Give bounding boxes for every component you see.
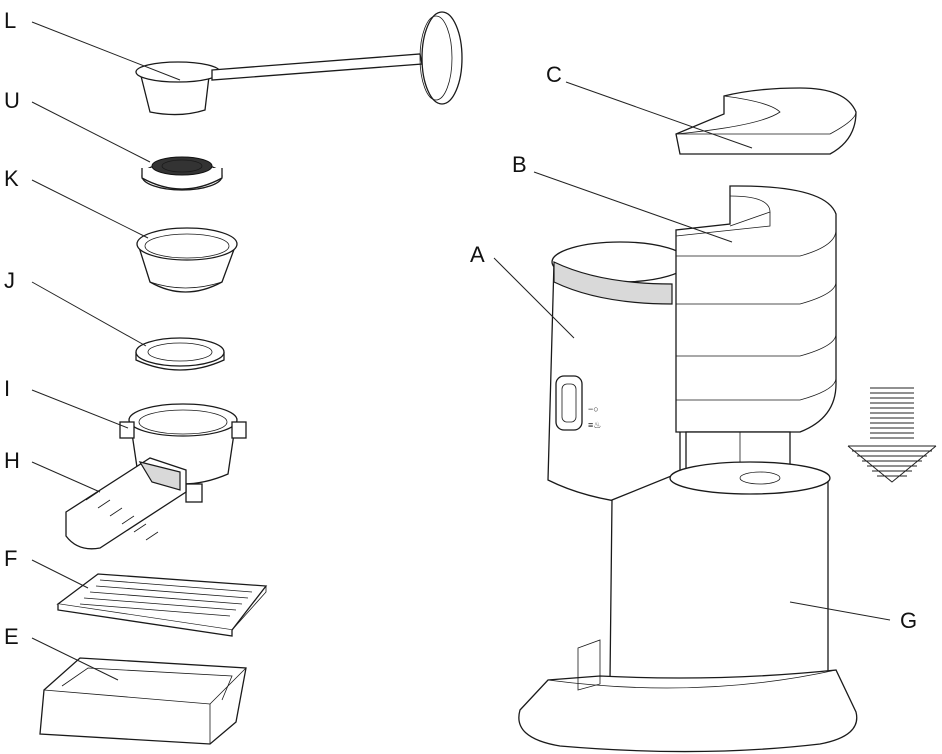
- label-E: E: [4, 624, 19, 649]
- part-A-machine-body: −○ ≡♨: [547, 241, 689, 507]
- part-E-drip-tray: [39, 657, 247, 745]
- leader-line-H: [31, 461, 101, 493]
- leader-line-G: [789, 601, 891, 621]
- part-K-filter-cup: [136, 227, 238, 293]
- label-G: G: [900, 608, 917, 633]
- leader-line-A: [493, 257, 575, 339]
- label-C: C: [546, 62, 562, 87]
- leader-line-L: [31, 21, 181, 81]
- label-J: J: [4, 268, 15, 293]
- label-U: U: [4, 88, 20, 113]
- part-J-filter-gasket: [135, 337, 225, 371]
- part-G-machine-base: [518, 461, 858, 753]
- svg-text:−○: −○: [588, 404, 599, 414]
- leader-line-J: [31, 281, 147, 347]
- part-H-filter-holder-handle: [65, 457, 187, 550]
- leader-line-K: [31, 179, 149, 239]
- label-K: K: [4, 166, 19, 191]
- part-U-filter-disc: [141, 156, 223, 191]
- label-A: A: [470, 242, 485, 267]
- svg-text:≡♨: ≡♨: [588, 420, 601, 430]
- leader-line-B: [533, 171, 733, 243]
- part-L-measuring-spoon: [135, 11, 463, 116]
- leader-line-U: [31, 101, 151, 163]
- down-arrow-icon: [847, 387, 937, 483]
- leader-line-C: [565, 81, 753, 149]
- label-L: L: [4, 8, 16, 33]
- part-B-water-tank: [675, 185, 837, 433]
- part-C-water-tank-lid: [675, 87, 857, 155]
- label-B: B: [512, 152, 527, 177]
- label-I: I: [4, 376, 10, 401]
- leader-line-F: [31, 559, 89, 589]
- label-F: F: [4, 546, 17, 571]
- leader-line-E: [31, 637, 119, 681]
- label-H: H: [4, 448, 20, 473]
- part-F-drip-grate: [56, 573, 268, 637]
- leader-line-I: [31, 389, 129, 429]
